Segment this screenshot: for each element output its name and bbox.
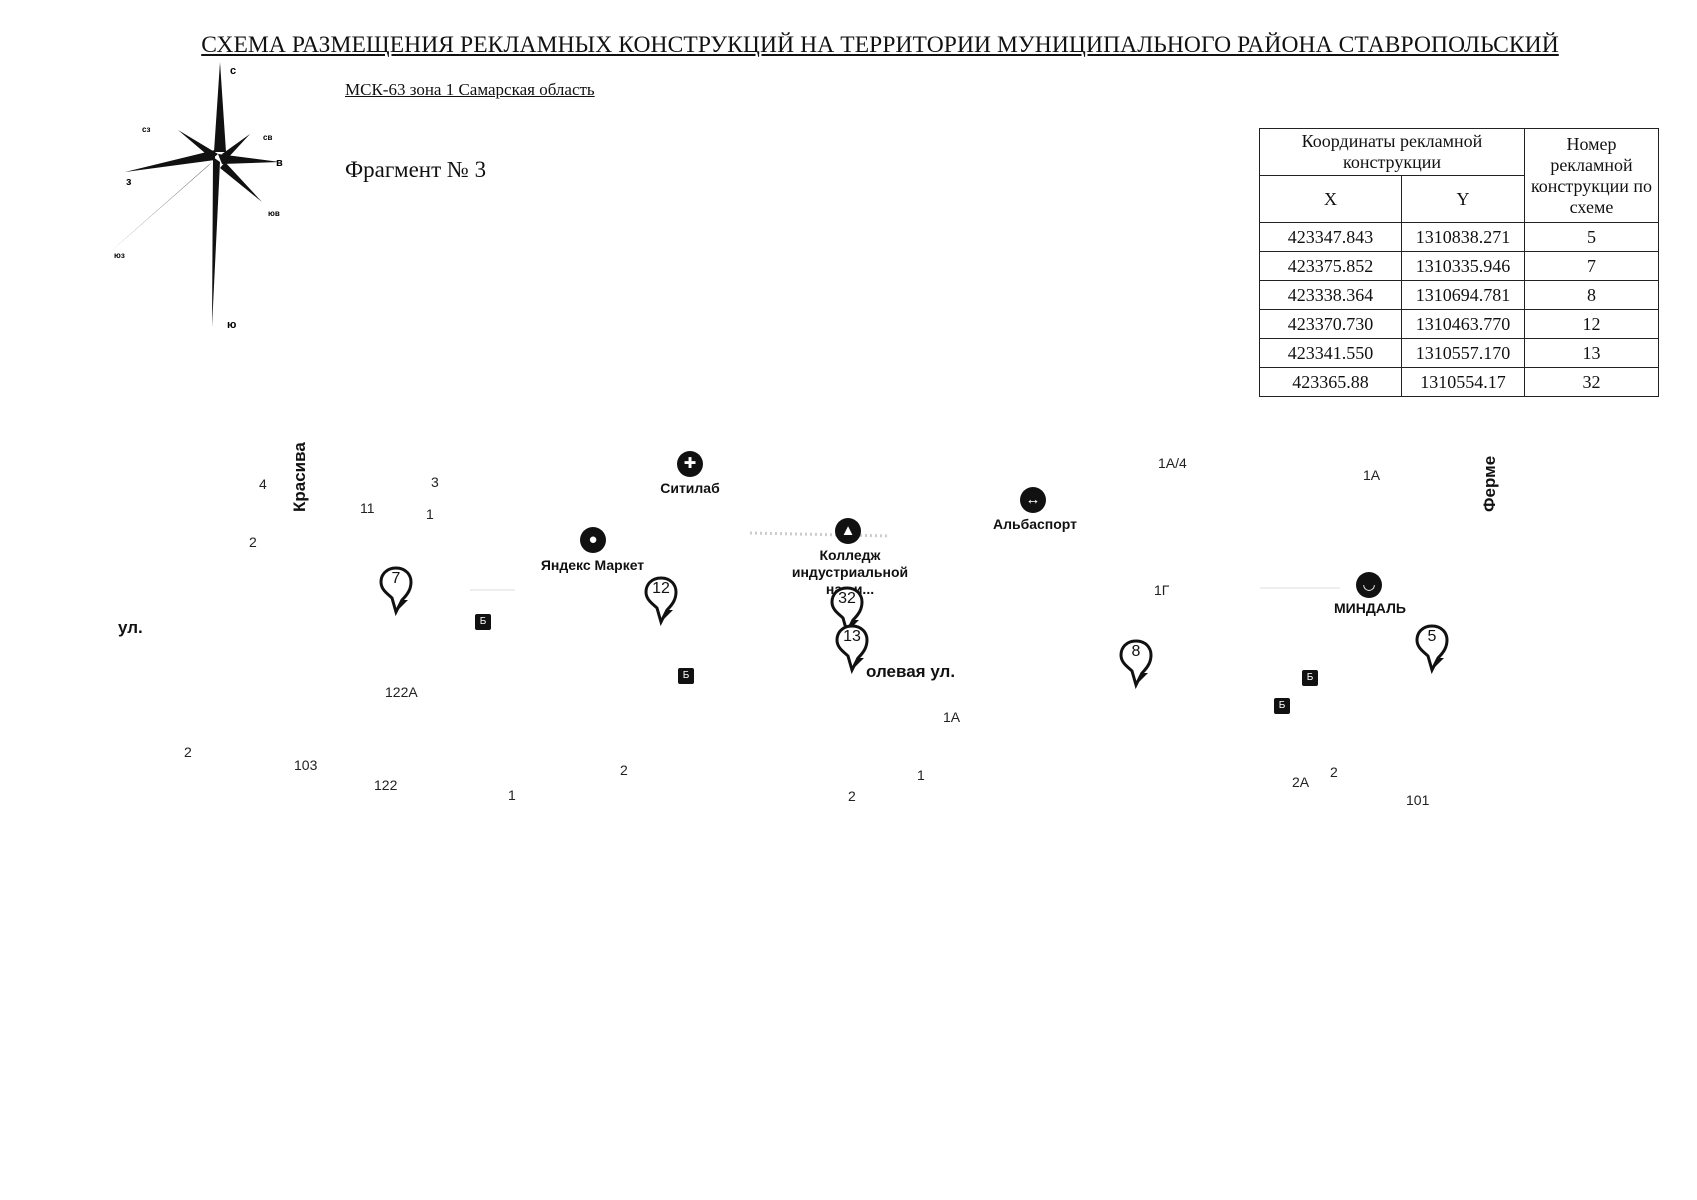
- house-number: 122: [374, 777, 398, 793]
- header-x: X: [1259, 175, 1402, 223]
- bus-stop-icon[interactable]: Б: [475, 614, 491, 630]
- coordinate-system-label: МСК-63 зона 1 Самарская область: [345, 80, 595, 99]
- ad-pin-12[interactable]: 12: [643, 576, 679, 627]
- compass-sw: юз: [114, 251, 125, 260]
- cell-x: 423341.550: [1259, 338, 1402, 368]
- pin-number: 7: [391, 570, 401, 587]
- poi-college: Колледж индустриальной на...и...: [791, 547, 909, 597]
- house-number: 2А: [1292, 774, 1310, 790]
- pin-number: 13: [843, 628, 861, 645]
- cell-y: 1310557.170: [1401, 338, 1525, 368]
- coordinates-table: Координаты рекламной конструкции Номер р…: [1259, 128, 1659, 397]
- street-left: ул.: [118, 618, 143, 637]
- compass-ne: св: [263, 133, 272, 142]
- map-pin-icon: [379, 566, 413, 617]
- house-number: 2: [1330, 764, 1338, 780]
- map-pin-icon: [1415, 624, 1449, 675]
- plus-icon[interactable]: ✚: [677, 451, 703, 477]
- header-coords: Координаты рекламной конструкции: [1259, 128, 1525, 176]
- page-title: СХЕМА РАЗМЕЩЕНИЯ РЕКЛАМНЫХ КОНСТРУКЦИЙ Н…: [201, 32, 1559, 58]
- house-number: 2: [848, 788, 856, 804]
- compass-e: в: [276, 157, 283, 169]
- shopping-bag-icon[interactable]: ●: [580, 527, 606, 553]
- map-pin-icon: [1119, 639, 1153, 690]
- pin-number: 12: [652, 580, 670, 597]
- cell-y: 1310838.271: [1401, 222, 1525, 252]
- fragment-label: Фрагмент № 3: [345, 157, 487, 182]
- pin-number: 32: [838, 590, 856, 607]
- cell-x: 423365.88: [1259, 367, 1402, 397]
- house-number: 101: [1406, 792, 1430, 808]
- cell-n: 7: [1524, 251, 1659, 281]
- cell-n: 12: [1524, 309, 1659, 339]
- house-number: 2: [184, 744, 192, 760]
- cell-y: 1310554.17: [1401, 367, 1525, 397]
- poi-yandex-market: Яндекс Маркет: [540, 557, 645, 573]
- house-number: 1А: [1363, 467, 1381, 483]
- house-number: 103: [294, 757, 318, 773]
- house-number: 1А/4: [1158, 455, 1187, 471]
- cell-n: 13: [1524, 338, 1659, 368]
- house-number: 2: [620, 762, 628, 778]
- street-polevaya: олевая ул.: [866, 662, 956, 681]
- basket-icon[interactable]: ◡: [1356, 572, 1382, 598]
- dumbbell-icon[interactable]: ↔: [1020, 487, 1046, 513]
- cell-x: 423347.843: [1259, 222, 1402, 252]
- poi-albasport: Альбаспорт: [992, 516, 1078, 532]
- cell-n: 32: [1524, 367, 1659, 397]
- school-icon[interactable]: ▲: [835, 518, 861, 544]
- cell-x: 423370.730: [1259, 309, 1402, 339]
- poi-sitilab: Ситилаб: [660, 480, 720, 496]
- street-krasiva: Красива: [290, 442, 309, 512]
- map-fragment: Красива Ферме ул. олевая ул. 4 3 11 1 2 …: [0, 430, 1697, 820]
- cell-n: 5: [1524, 222, 1659, 252]
- house-number: 1: [426, 506, 434, 522]
- compass-n: с: [230, 65, 236, 77]
- house-number: 4: [259, 476, 267, 492]
- map-pin-icon: [644, 576, 678, 627]
- bus-stop-icon[interactable]: Б: [678, 668, 694, 684]
- header-y: Y: [1401, 175, 1525, 223]
- compass-rose-icon: с ю з в сз св юз юв: [110, 62, 283, 331]
- compass-se: юв: [268, 209, 280, 218]
- cell-x: 423375.852: [1259, 251, 1402, 281]
- header-number: Номер рекламной конструкции по схеме: [1524, 128, 1659, 223]
- cell-y: 1310463.770: [1401, 309, 1525, 339]
- map-background: [470, 531, 1340, 591]
- house-number: 3: [431, 474, 439, 490]
- house-number: 1Г: [1154, 582, 1170, 598]
- street-ferme: Ферме: [1480, 455, 1499, 512]
- compass-nw: сз: [142, 125, 150, 134]
- cell-y: 1310335.946: [1401, 251, 1525, 281]
- cell-n: 8: [1524, 280, 1659, 310]
- compass-s: ю: [227, 319, 236, 331]
- cell-y: 1310694.781: [1401, 280, 1525, 310]
- bus-stop-icon[interactable]: Б: [1302, 670, 1318, 686]
- house-number: 11: [360, 500, 375, 516]
- house-number: 2: [249, 534, 257, 550]
- pin-number: 8: [1131, 643, 1141, 660]
- house-number: 1: [917, 767, 925, 783]
- bus-stop-icon[interactable]: Б: [1274, 698, 1290, 714]
- ad-pin-5[interactable]: 5: [1414, 624, 1450, 675]
- ad-pin-7[interactable]: 7: [378, 566, 414, 617]
- house-number: 1А: [943, 709, 961, 725]
- cell-x: 423338.364: [1259, 280, 1402, 310]
- poi-mindal: МИНДАЛЬ: [1334, 600, 1406, 616]
- house-number: 122А: [385, 684, 418, 700]
- ad-pin-13[interactable]: 13: [834, 624, 870, 675]
- map-pin-icon: [835, 624, 869, 675]
- compass-w: з: [126, 176, 132, 188]
- ad-pin-8[interactable]: 8: [1118, 639, 1154, 690]
- pin-number: 5: [1427, 628, 1437, 645]
- house-number: 1: [508, 787, 516, 803]
